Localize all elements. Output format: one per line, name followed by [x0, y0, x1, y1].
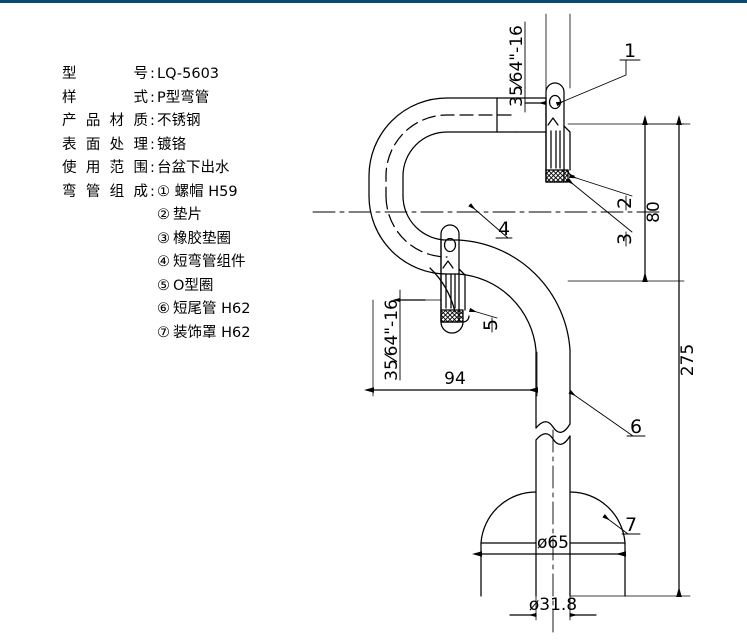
spec-label: 型号	[62, 66, 148, 82]
spec-label: 产品材质	[62, 113, 148, 129]
dimension-94	[364, 299, 538, 397]
callout-2: 2	[614, 197, 636, 209]
spec-row-application: 使用范围 : 台盆下出水	[62, 156, 332, 180]
spec-colon: :	[150, 113, 155, 129]
spec-value: 台盆下出水	[157, 160, 230, 176]
mid-nut	[440, 224, 470, 334]
dimension-label-80: 80	[644, 201, 664, 223]
spec-value: 镀铬	[157, 136, 186, 153]
inlet-arm	[496, 97, 547, 133]
component-item: ④ 短弯管组件	[62, 250, 332, 274]
thread-label-mid: 35⁄64"-16	[382, 299, 402, 381]
component-number: ②	[157, 207, 170, 223]
dimension-label-d65: ø65	[537, 533, 569, 553]
component-name: 短尾管 H62	[173, 301, 251, 317]
spec-colon: :	[150, 160, 155, 176]
spec-colon: :	[150, 136, 155, 153]
spec-label: 弯管组成	[62, 183, 148, 200]
spec-colon: :	[150, 183, 155, 200]
pipe-inner-wall	[402, 131, 518, 241]
centerlines	[312, 211, 661, 637]
dimension-thread-top	[524, 13, 571, 113]
spec-colon: :	[150, 66, 155, 82]
spec-label: 使用范围	[62, 160, 148, 176]
spec-row-style: 样式 : P型弯管	[62, 86, 332, 110]
dimension-275	[569, 115, 691, 597]
leader-lines	[468, 59, 634, 535]
callout-4: 4	[498, 218, 510, 240]
spec-value: LQ-5603	[157, 66, 220, 82]
dimension-d65	[472, 542, 626, 571]
spec-value: P型弯管	[157, 89, 210, 106]
specification-block: 型号 : LQ-5603 样式 : P型弯管 产品材质 : 不锈钢 表面处理 :…	[62, 62, 332, 344]
spec-row-material: 产品材质 : 不锈钢	[62, 109, 332, 133]
spec-colon: :	[150, 89, 155, 106]
component-item: ⑥ 短尾管 H62	[62, 297, 332, 321]
spec-value: ① 螺帽 H59	[157, 183, 238, 200]
pipe-hidden-edge	[385, 114, 512, 258]
dimension-label-94: 94	[444, 369, 466, 389]
component-name: 垫片	[173, 207, 202, 223]
dimension-label-d318: ø31.8	[529, 595, 577, 615]
component-item: ② 垫片	[62, 203, 332, 227]
leader-underlines	[491, 59, 646, 535]
spec-label: 样式	[62, 89, 148, 106]
callout-1: 1	[624, 40, 636, 62]
thread-label-top: 35⁄64"-16	[507, 25, 527, 107]
component-number: ⑤	[157, 277, 170, 294]
callout-7: 7	[625, 514, 637, 536]
dimension-d318	[509, 595, 597, 621]
component-name: O型圈	[173, 277, 214, 294]
spec-row-finish: 表面处理 : 镀铬	[62, 133, 332, 157]
component-name: 短弯管组件	[173, 254, 246, 270]
top-nut	[545, 82, 575, 183]
pipe-outer-wall	[368, 97, 518, 275]
component-number: ⑦	[157, 324, 170, 341]
callout-5: 5	[480, 319, 502, 331]
spec-value: 不锈钢	[157, 113, 201, 129]
component-name: 橡胶垫圈	[173, 230, 231, 247]
component-number: ④	[157, 254, 170, 270]
spec-label: 表面处理	[62, 136, 148, 153]
spec-row-components: 弯管组成 : ① 螺帽 H59	[62, 180, 332, 204]
component-name: 装饰罩 H62	[173, 324, 251, 341]
callout-3: 3	[614, 233, 636, 245]
drawing-text: 35⁄64"-16 35⁄64"-16 80 275 94 ø65 ø31.8 …	[382, 25, 698, 615]
tailpipe	[535, 349, 571, 597]
top-accent-bar	[0, 0, 747, 3]
component-item: ⑦ 装饰罩 H62	[62, 321, 332, 345]
dimension-thread-mid	[392, 289, 442, 381]
dimension-label-275: 275	[678, 344, 698, 376]
component-item: ③ 橡胶垫圈	[62, 227, 332, 251]
component-number: ③	[157, 230, 170, 247]
component-item: ⑤ O型圈	[62, 274, 332, 298]
component-number: ⑥	[157, 301, 170, 317]
spec-row-model: 型号 : LQ-5603	[62, 62, 332, 86]
callout-6: 6	[630, 416, 642, 438]
